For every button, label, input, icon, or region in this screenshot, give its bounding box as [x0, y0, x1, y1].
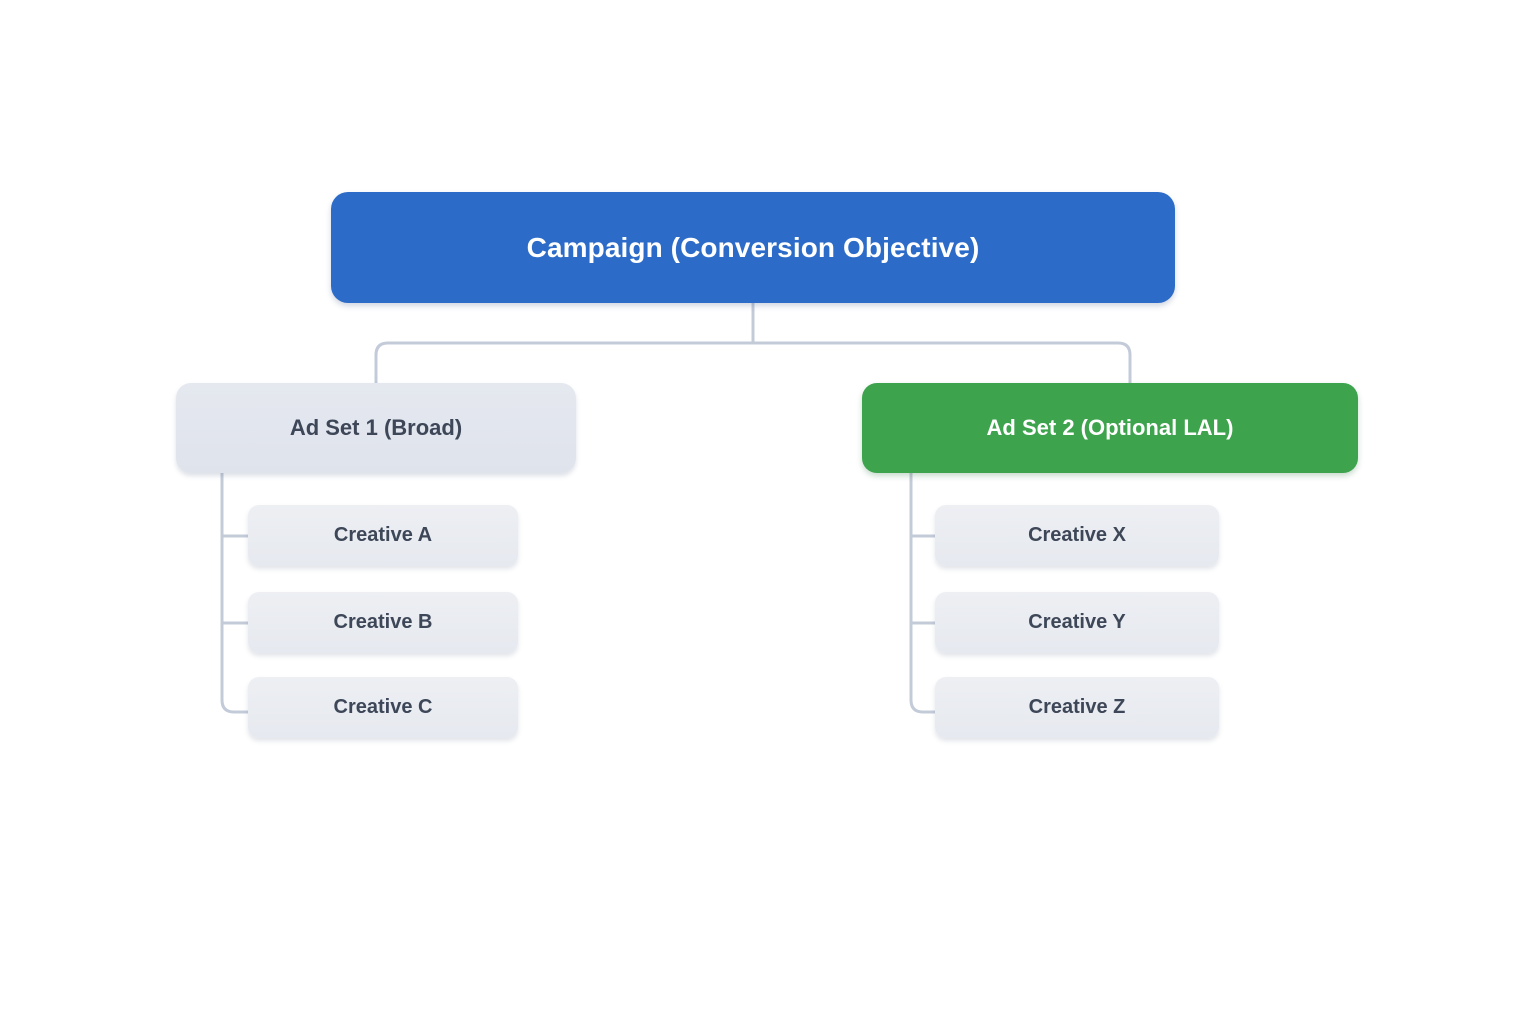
campaign-node[interactable]: Campaign (Conversion Objective) — [331, 192, 1175, 303]
creative-node-b-label: Creative B — [333, 611, 433, 633]
ad-set-2-node[interactable]: Ad Set 2 (Optional LAL) — [862, 383, 1358, 473]
ad-set-1-label: Ad Set 1 (Broad) — [289, 415, 463, 440]
ad-set-2-label: Ad Set 2 (Optional LAL) — [986, 415, 1234, 440]
creative-node-y[interactable]: Creative Y — [935, 592, 1219, 653]
campaign-node-label: Campaign (Conversion Objective) — [526, 231, 980, 263]
creative-node-x[interactable]: Creative X — [935, 505, 1219, 566]
connector-spine — [374, 341, 1132, 383]
creative-node-z-label: Creative Z — [1028, 696, 1126, 718]
creative-node-c[interactable]: Creative C — [248, 677, 518, 738]
creative-node-x-label: Creative X — [1028, 524, 1126, 546]
creative-node-z[interactable]: Creative Z — [935, 677, 1219, 738]
creative-node-c-label: Creative C — [333, 696, 433, 718]
creative-node-b[interactable]: Creative B — [248, 592, 518, 653]
connector-adset1-trunk — [220, 473, 248, 714]
connector-adset2-trunk — [909, 473, 935, 714]
creative-node-y-label: Creative Y — [1028, 611, 1126, 633]
creative-node-a[interactable]: Creative A — [248, 505, 518, 566]
ad-set-1-node[interactable]: Ad Set 1 (Broad) — [176, 383, 576, 473]
creative-node-a-label: Creative A — [333, 524, 433, 546]
